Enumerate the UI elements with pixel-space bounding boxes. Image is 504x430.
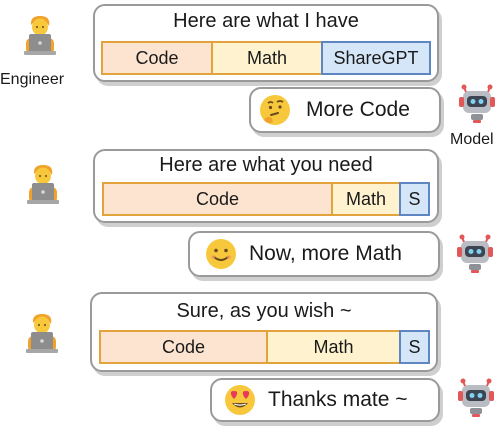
bar-math-1: Math — [211, 41, 323, 75]
bubble-2-text: Here are what you need — [159, 154, 373, 176]
engineer-bubble-2: Here are what you need Code Math S — [93, 149, 439, 223]
reply-3-text: Thanks mate ~ — [268, 388, 408, 411]
engineer-bubble-3: Sure, as you wish ~ Code Math S — [90, 292, 438, 372]
bar-sharegpt-2-label: S — [408, 188, 421, 209]
model-avatar-3 — [456, 377, 496, 419]
reply-2-text: Now, more Math — [249, 242, 402, 265]
model-label: Model — [450, 131, 494, 148]
bar-code-1: Code — [101, 41, 213, 75]
reply-1-text: More Code — [306, 98, 410, 121]
engineer-icon — [24, 16, 56, 55]
bar-math-3-label: Math — [313, 336, 354, 357]
model-avatar-2 — [455, 233, 495, 275]
engineer-icon — [27, 165, 59, 204]
model-avatar-1 — [457, 83, 497, 125]
engineer-avatar-3 — [22, 312, 62, 354]
model-bubble-2: Now, more Math — [188, 231, 440, 277]
bubble-3-text: Sure, as you wish ~ — [176, 300, 352, 322]
bar-code-3: Code — [99, 330, 268, 364]
bar-code-1-label: Code — [135, 47, 179, 68]
model-bubble-1: More Code — [249, 87, 441, 133]
robot-icon — [457, 377, 495, 418]
engineer-avatar-2 — [23, 163, 63, 205]
bar-code-2-label: Code — [195, 188, 240, 209]
bar-sharegpt-1: ShareGPT — [321, 41, 431, 75]
bar-code-2: Code — [102, 182, 333, 216]
bar-code-3-label: Code — [161, 336, 206, 357]
bar-sharegpt-2: S — [399, 182, 430, 216]
bar-math-1-label: Math — [246, 47, 288, 68]
bar-sharegpt-3-label: S — [408, 336, 421, 357]
bar-sharegpt-1-label: ShareGPT — [333, 47, 419, 68]
bar-sharegpt-3: S — [399, 330, 430, 364]
heart-eyes-face-icon — [225, 385, 255, 415]
smiling-face-icon — [206, 239, 236, 269]
bar-math-2-label: Math — [345, 188, 387, 209]
bar-math-2: Math — [331, 182, 401, 216]
robot-icon — [458, 83, 496, 124]
model-bubble-3: Thanks mate ~ — [210, 378, 440, 422]
bubble-1-text: Here are what I have — [173, 10, 359, 32]
thinking-face-icon — [260, 95, 290, 125]
engineer-avatar-1 — [20, 14, 60, 56]
engineer-icon — [26, 314, 58, 353]
engineer-label: Engineer — [0, 71, 65, 88]
bar-math-3: Math — [266, 330, 401, 364]
engineer-bubble-1: Here are what I have Code Math ShareGPT — [93, 4, 439, 82]
robot-icon — [456, 233, 494, 274]
